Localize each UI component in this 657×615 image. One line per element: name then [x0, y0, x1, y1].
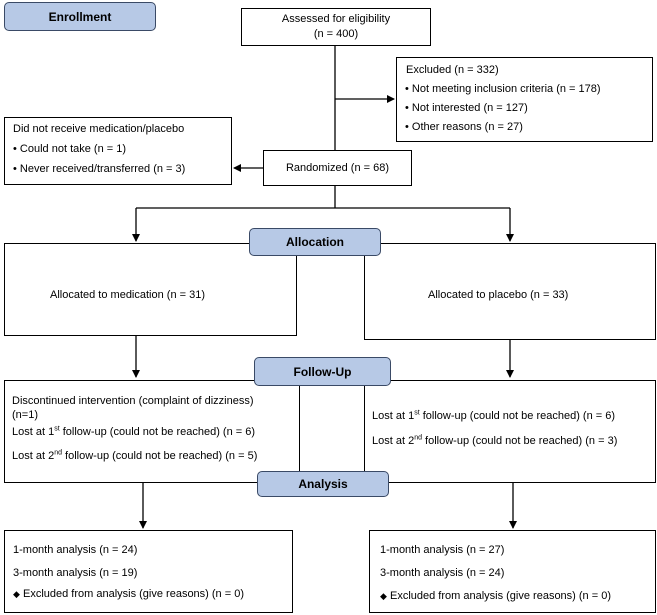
- excluded-box: Excluded (n = 332) • Not meeting inclusi…: [396, 57, 653, 142]
- excluded-item: • Not interested (n = 127): [405, 101, 528, 115]
- analysis-placebo-box: 1-month analysis (n = 27) 3-month analys…: [369, 530, 656, 613]
- analysis-one-month: 1-month analysis (n = 27): [380, 544, 505, 556]
- stage-follow-up: Follow-Up: [254, 357, 391, 386]
- excluded-item: • Not meeting inclusion criteria (n = 17…: [405, 82, 601, 96]
- bullet-icon: •: [405, 102, 409, 114]
- lost-first-text: follow-up (could not be reached) (n = 6): [59, 426, 256, 438]
- no-medication-box: Did not receive medication/placebo • Cou…: [4, 117, 232, 185]
- diamond-bullet-icon: ◆: [13, 589, 20, 599]
- excluded-item: • Other reasons (n = 27): [405, 120, 523, 134]
- randomized-box: Randomized (n = 68): [263, 150, 412, 186]
- lost-second-prefix: Lost at 2: [12, 450, 55, 462]
- lost-second-ordinal: nd: [414, 434, 422, 442]
- allocated-medication-box: Allocated to medication (n = 31): [4, 243, 297, 336]
- lost-second-text: follow-up (could not be reached) (n = 3): [422, 435, 618, 447]
- no-medication-item-label: Could not take (n = 1): [19, 143, 127, 155]
- analysis-excluded: ◆ Excluded from analysis (give reasons) …: [380, 589, 611, 603]
- lost-second-prefix: Lost at 2: [372, 435, 415, 447]
- no-medication-title: Did not receive medication/placebo: [13, 123, 185, 135]
- lost-second-text: follow-up (could not be reached) (n = 5): [62, 450, 258, 462]
- assessed-count: (n = 400): [313, 28, 359, 40]
- followup-placebo-box: Lost at 1st follow-up (could not be reac…: [364, 380, 656, 483]
- assessed-box: Assessed for eligibility (n = 400): [241, 8, 431, 46]
- followup-discontinued: Discontinued intervention (complaint of …: [12, 395, 254, 407]
- lost-first-ordinal: st: [414, 409, 420, 417]
- allocated-medication-label: Allocated to medication (n = 31): [50, 289, 206, 301]
- analysis-excluded: ◆ Excluded from analysis (give reasons) …: [13, 587, 244, 601]
- lost-first-prefix: Lost at 1: [372, 410, 415, 422]
- excluded-item-label: Not interested (n = 127): [411, 102, 528, 114]
- assessed-label: Assessed for eligibility: [281, 13, 391, 25]
- stage-follow-up-label: Follow-Up: [293, 364, 352, 379]
- stage-enrollment-label: Enrollment: [48, 9, 112, 24]
- bullet-icon: •: [405, 121, 409, 133]
- no-medication-item: • Could not take (n = 1): [13, 142, 126, 156]
- excluded-item-label: Not meeting inclusion criteria (n = 178): [411, 83, 601, 95]
- followup-medication-box: Discontinued intervention (complaint of …: [4, 380, 300, 483]
- stage-enrollment: Enrollment: [4, 2, 156, 31]
- followup-discontinued-count: (n=1): [12, 409, 38, 421]
- stage-allocation: Allocation: [249, 228, 381, 256]
- followup-placebo-lost-first: Lost at 1st follow-up (could not be reac…: [372, 409, 615, 423]
- lost-second-ordinal: nd: [54, 449, 62, 457]
- analysis-medication-box: 1-month analysis (n = 24) 3-month analys…: [4, 530, 293, 613]
- analysis-three-month: 3-month analysis (n = 24): [380, 567, 505, 579]
- stage-analysis-label: Analysis: [298, 477, 348, 491]
- analysis-one-month: 1-month analysis (n = 24): [13, 544, 138, 556]
- lost-first-text: follow-up (could not be reached) (n = 6): [419, 410, 616, 422]
- analysis-excluded-label: Excluded from analysis (give reasons) (n…: [22, 588, 244, 600]
- no-medication-item: • Never received/transferred (n = 3): [13, 162, 185, 176]
- diamond-bullet-icon: ◆: [380, 591, 387, 601]
- analysis-three-month: 3-month analysis (n = 19): [13, 567, 138, 579]
- followup-lost-first: Lost at 1st follow-up (could not be reac…: [12, 425, 255, 439]
- excluded-title: Excluded (n = 332): [406, 64, 499, 76]
- stage-analysis: Analysis: [257, 471, 389, 497]
- allocated-placebo-label: Allocated to placebo (n = 33): [428, 289, 569, 301]
- bullet-icon: •: [405, 83, 409, 95]
- bullet-icon: •: [13, 163, 17, 175]
- lost-first-ordinal: st: [54, 425, 60, 433]
- excluded-item-label: Other reasons (n = 27): [411, 121, 523, 133]
- no-medication-item-label: Never received/transferred (n = 3): [19, 163, 186, 175]
- analysis-excluded-label: Excluded from analysis (give reasons) (n…: [389, 590, 611, 602]
- followup-lost-second: Lost at 2nd follow-up (could not be reac…: [12, 449, 257, 463]
- bullet-icon: •: [13, 143, 17, 155]
- allocated-placebo-box: Allocated to placebo (n = 33): [364, 243, 656, 340]
- lost-first-prefix: Lost at 1: [12, 426, 55, 438]
- stage-allocation-label: Allocation: [285, 235, 344, 249]
- followup-placebo-lost-second: Lost at 2nd follow-up (could not be reac…: [372, 434, 617, 448]
- randomized-label: Randomized (n = 68): [285, 162, 390, 174]
